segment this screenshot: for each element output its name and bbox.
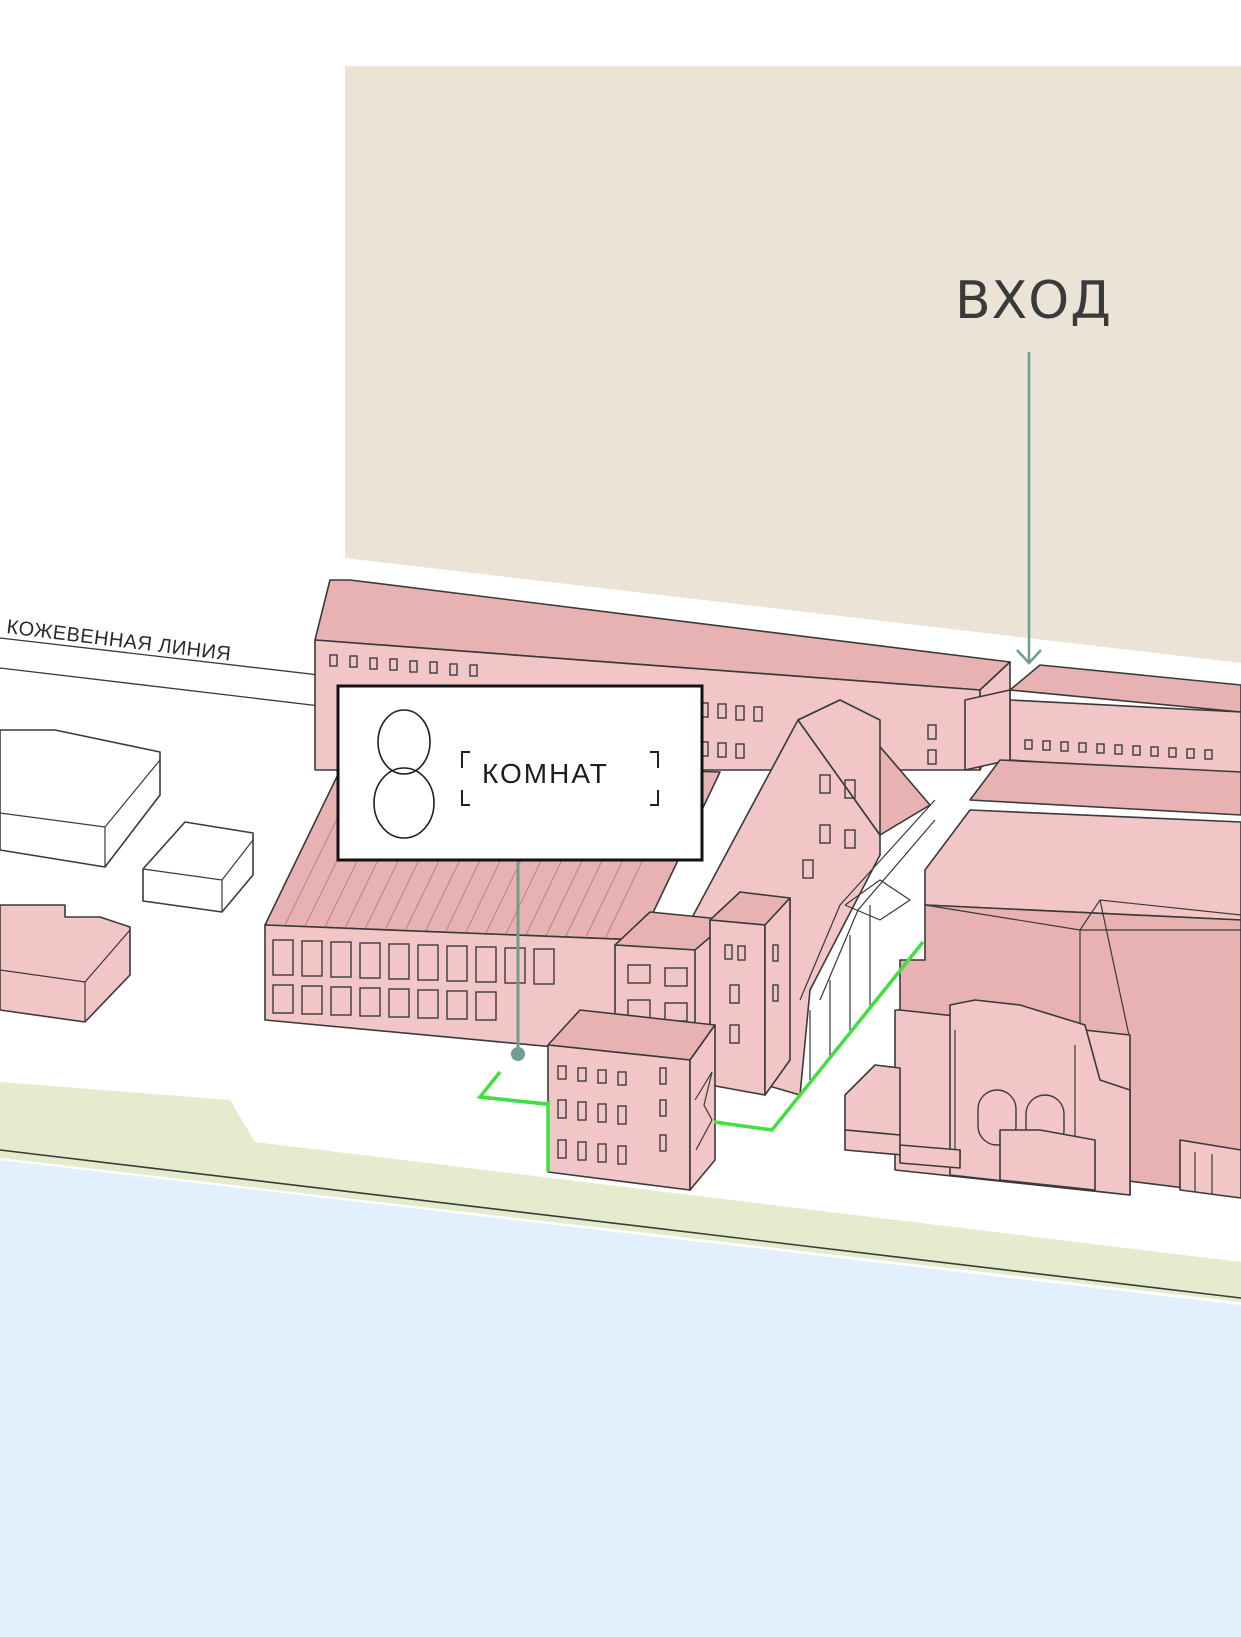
entrance-arrow-icon	[1016, 352, 1042, 665]
left-white-building-large	[0, 729, 161, 868]
tower-building	[709, 891, 791, 1096]
logo-signboard[interactable]: 8 КОМНАТ	[336, 684, 704, 1061]
logo-bracket-frame	[461, 751, 659, 806]
left-pink-building	[0, 904, 131, 1023]
east-row-building	[964, 664, 1241, 776]
embankment-line	[0, 1149, 1241, 1299]
courtyard-canopy	[799, 799, 936, 1080]
highlighted-site-outline	[479, 1095, 550, 1172]
street-label: КОЖЕВЕННАЯ ЛИНИЯ	[5, 616, 232, 665]
embankment-green-strip	[0, 1082, 1241, 1302]
left-white-building-small	[142, 821, 254, 913]
hatched-building-windows	[272, 939, 555, 1021]
entrance-label: ВХОД	[955, 271, 1112, 331]
water-area	[0, 1160, 1241, 1637]
beige-territory-block	[345, 66, 1241, 663]
north-building-windows	[329, 654, 937, 765]
highlighted-site-path	[476, 1070, 547, 1106]
front-right-buildings	[844, 1064, 1241, 1199]
location-pin-icon	[511, 1047, 525, 1061]
highlighted-site-path-right	[713, 940, 925, 1132]
street-line-top	[0, 637, 346, 679]
logo-word: КОМНАТ	[482, 758, 609, 789]
numeral-eight-mark	[373, 709, 435, 839]
street-line-mid	[0, 667, 321, 707]
front-corner-building	[547, 1009, 716, 1191]
